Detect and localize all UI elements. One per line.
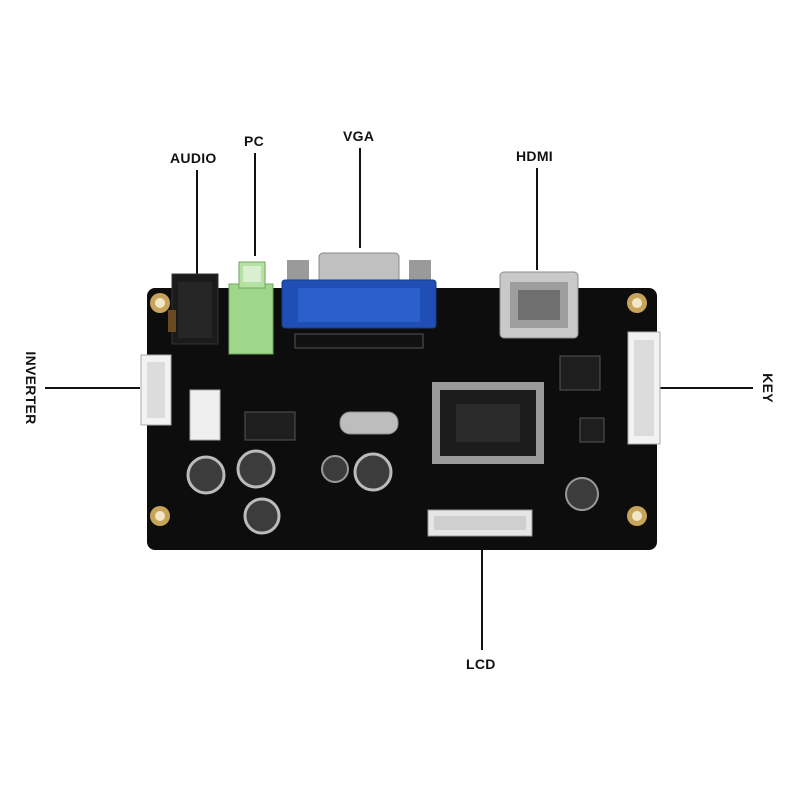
small-connector	[189, 389, 221, 441]
pc-audio-jack	[228, 261, 274, 355]
main-chip	[432, 382, 544, 464]
key-connector	[627, 331, 661, 445]
hdmi-label: HDMI	[516, 148, 553, 164]
ic-chip	[244, 411, 296, 441]
ic-chip	[559, 355, 601, 391]
audio-label: AUDIO	[170, 150, 217, 166]
crystal	[339, 411, 399, 435]
key-label: KEY	[760, 373, 776, 403]
lcd-label: LCD	[466, 656, 496, 672]
pcb-board	[147, 288, 657, 550]
lcd-connector	[427, 509, 533, 537]
audio-jack	[168, 273, 219, 345]
capacitors	[186, 449, 599, 535]
pc-label: PC	[244, 133, 265, 149]
vga-connector	[281, 252, 437, 349]
inverter-label: INVERTER	[23, 351, 39, 425]
inverter-connector	[140, 354, 172, 426]
hdmi-connector	[499, 271, 579, 339]
ic-chip	[579, 417, 605, 443]
vga-label: VGA	[343, 128, 375, 144]
mounting-holes	[150, 293, 647, 526]
leader-lines	[45, 148, 753, 650]
